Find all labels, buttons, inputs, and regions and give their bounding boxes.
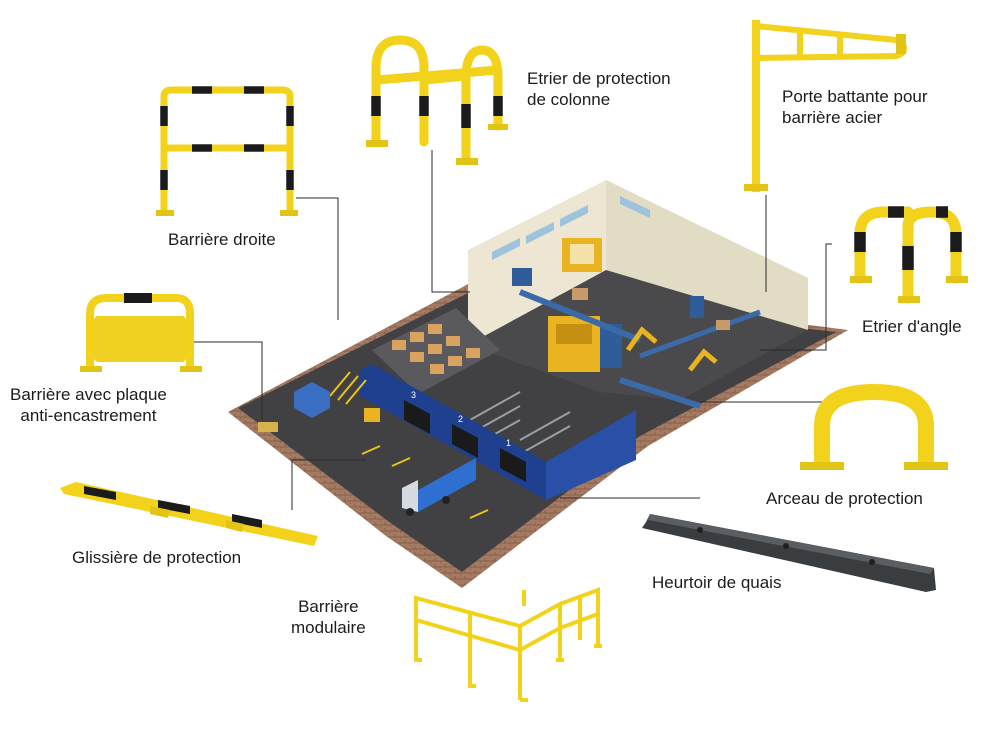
label-glissiere: Glissière de protection <box>72 547 241 568</box>
label-modulaire-line2: modulaire <box>291 618 366 637</box>
label-etrier-colonne: Etrier de protection de colonne <box>527 68 671 110</box>
production-machines <box>512 238 761 409</box>
swing-gate-icon <box>744 20 908 192</box>
label-glissiere-text: Glissière de protection <box>72 548 242 567</box>
label-plaque-line2: anti-encastrement <box>20 406 157 425</box>
hall-right-wall <box>606 180 808 330</box>
label-porte-battante-line1: Porte battante pour <box>782 87 928 106</box>
dock-number-3: 1 <box>506 438 511 448</box>
modular-barrier-icon <box>414 587 602 702</box>
label-heurtoir: Heurtoir de quais <box>652 572 781 593</box>
leader-lines <box>192 150 832 510</box>
warehouse-illustration: 3 2 1 <box>228 180 848 588</box>
leader-barriere-droite <box>296 197 339 320</box>
hall-windows <box>492 196 650 260</box>
label-etrier-colonne-line2: de colonne <box>527 90 611 109</box>
corner-guard-icon <box>850 206 968 304</box>
leader-etrier-colonne <box>431 150 470 293</box>
label-porte-battante: Porte battante pour barrière acier <box>782 86 928 128</box>
dock-bumper-icon <box>642 514 936 592</box>
label-barriere-droite-text: Barrière droite <box>168 230 276 249</box>
leader-glissiere <box>291 459 366 510</box>
hoop-guard-icon <box>800 383 948 470</box>
label-modulaire-line1: Barrière <box>298 597 359 616</box>
straight-barrier-icon <box>156 86 298 216</box>
label-arceau: Arceau de protection <box>766 488 923 509</box>
label-plaque-line1: Barrière avec plaque <box>10 385 167 404</box>
label-arceau-text: Arceau de protection <box>766 489 923 508</box>
label-heurtoir-text: Heurtoir de quais <box>652 573 782 592</box>
column-guard-icon <box>366 35 508 165</box>
yard-markings <box>329 371 489 519</box>
dock-number-2: 2 <box>458 414 463 424</box>
label-modulaire: Barrière modulaire <box>291 596 366 638</box>
label-plaque: Barrière avec plaque anti-encastrement <box>10 384 167 426</box>
vehicles <box>258 382 476 516</box>
leader-plaque <box>192 341 263 420</box>
label-porte-battante-line2: barrière acier <box>782 108 883 127</box>
dock-number-1: 3 <box>411 390 416 400</box>
label-barriere-droite: Barrière droite <box>168 229 276 250</box>
dock-number-labels: 3 2 1 <box>411 390 511 448</box>
leader-etrier-angle <box>760 243 832 351</box>
anti-underrun-barrier-icon <box>80 293 202 372</box>
label-etrier-angle: Etrier d'angle <box>862 316 962 337</box>
floor-rail-icon <box>60 482 318 546</box>
label-etrier-angle-text: Etrier d'angle <box>862 317 962 336</box>
loading-dock-building <box>360 364 636 500</box>
label-etrier-colonne-line1: Etrier de protection <box>527 69 671 88</box>
